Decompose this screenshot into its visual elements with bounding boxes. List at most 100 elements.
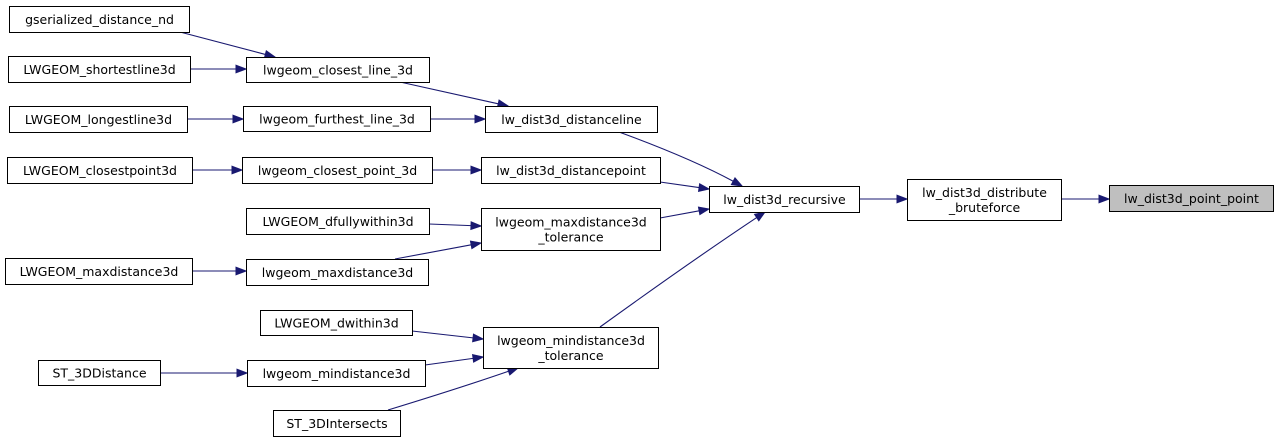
arrowhead-icon [474,114,487,124]
node-label: lw_dist3d_recursive [723,192,846,207]
node-label: ST_3DIntersects [286,416,387,431]
node-ST_3DIntersects[interactable]: ST_3DIntersects [273,410,401,437]
node-box [242,157,433,184]
edge-line [659,181,700,189]
edge-line [394,244,472,260]
node-label: _tolerance [537,230,604,245]
edge-LWGEOM_closestpoint3d-to-lwgeom_closest_point_3d [192,165,244,175]
edge-line [428,223,472,227]
node-lwgeom_closest_point_3d[interactable]: lwgeom_closest_point_3d [242,157,433,184]
edge-lwgeom_maxdistance3d_tolerance-to-lw_dist3d_recursive [659,206,711,219]
arrowhead-icon [470,165,483,175]
arrowhead-icon [235,266,248,276]
node-label: lwgeom_furthest_line_3d [259,112,415,127]
node-box [273,410,401,437]
node-label: LWGEOM_maxdistance3d [20,264,179,279]
node-label: LWGEOM_closestpoint3d [23,163,177,178]
node-label: _bruteforce [948,200,1021,215]
node-label: lwgeom_closest_point_3d [258,163,417,178]
edge-line [618,131,734,182]
edge-ST_3DIntersects-to-lwgeom_mindistance3d_tolerance [387,367,520,411]
arrowhead-icon [753,211,767,222]
node-box [483,327,659,369]
node-LWGEOM_closestpoint3d[interactable]: LWGEOM_closestpoint3d [7,157,193,184]
edge-lwgeom_closest_point_3d-to-lw_dist3d_distancepoint [432,165,483,175]
arrowhead-icon [236,368,249,378]
node-box [481,208,661,251]
nodes-layer: lw_dist3d_point_point lw_dist3d_distribut… [5,6,1274,437]
node-LWGEOM_dwithin3d[interactable]: LWGEOM_dwithin3d [260,310,413,336]
edge-line [411,330,474,339]
edge-lwgeom_mindistance3d_tolerance-to-lw_dist3d_recursive [599,211,767,328]
edge-line [387,370,509,411]
node-LWGEOM_maxdistance3d[interactable]: LWGEOM_maxdistance3d [5,258,193,285]
edge-line [424,357,474,366]
node-label: _tolerance [537,348,604,363]
arrowhead-icon [231,165,244,175]
arrowhead-icon [472,333,485,343]
node-lw_dist3d_recursive[interactable]: lw_dist3d_recursive [709,186,860,213]
node-label: LWGEOM_shortestline3d [23,62,175,77]
node-label: lwgeom_closest_line_3d [263,63,413,78]
node-box [9,106,188,133]
node-lw_dist3d_point_point[interactable]: lw_dist3d_point_point [1109,185,1274,212]
node-box [7,157,193,184]
arrowhead-icon [697,206,711,216]
edges-layer [160,31,1111,411]
node-label: lw_dist3d_distancepoint [496,163,646,178]
node-box [8,56,191,83]
node-gserialized_distance_nd[interactable]: gserialized_distance_nd [9,6,190,33]
node-box [907,179,1062,221]
node-box [260,310,413,336]
node-lwgeom_mindistance3d[interactable]: lwgeom_mindistance3d [247,360,426,387]
node-lwgeom_mindistance3d_tolerance[interactable]: lwgeom_mindistance3d_tolerance [483,327,659,369]
node-label: ST_3DDistance [52,366,146,381]
node-label: lwgeom_maxdistance3d [495,215,646,230]
node-box [1109,185,1274,212]
node-LWGEOM_longestline3d[interactable]: LWGEOM_longestline3d [9,106,188,133]
node-lwgeom_furthest_line_3d[interactable]: lwgeom_furthest_line_3d [243,106,431,132]
arrowhead-icon [470,221,483,231]
edge-ST_3DDistance-to-lwgeom_mindistance3d [160,368,249,378]
edge-line [399,81,499,105]
node-box [485,106,658,133]
edge-LWGEOM_shortestline3d-to-lwgeom_closest_line_3d [190,64,248,74]
arrowhead-icon [235,64,248,74]
node-box [246,57,430,83]
edge-lwgeom_furthest_line_3d-to-lw_dist3d_distanceline [430,114,487,124]
node-box [38,360,161,386]
edge-line [659,210,700,219]
node-lw_dist3d_distancepoint[interactable]: lw_dist3d_distancepoint [481,157,661,184]
node-label: lwgeom_maxdistance3d [262,265,413,280]
node-label: lw_dist3d_point_point [1124,191,1259,206]
node-ST_3DDistance[interactable]: ST_3DDistance [38,360,161,386]
node-label: lw_dist3d_distribute [922,185,1047,200]
node-box [243,106,431,132]
edge-LWGEOM_dfullywithin3d-to-lwgeom_maxdistance3d_tolerance [428,221,483,231]
arrowhead-icon [471,353,485,363]
node-lwgeom_closest_line_3d[interactable]: lwgeom_closest_line_3d [246,57,430,83]
node-label: lw_dist3d_distanceline [501,112,642,127]
node-LWGEOM_shortestline3d[interactable]: LWGEOM_shortestline3d [8,56,191,83]
node-lwgeom_maxdistance3d_tolerance[interactable]: lwgeom_maxdistance3d_tolerance [481,208,661,251]
node-box [9,6,190,33]
arrowhead-icon [232,114,245,124]
node-box [246,208,430,235]
node-box [246,259,429,286]
node-lw_dist3d_distanceline[interactable]: lw_dist3d_distanceline [485,106,658,133]
edge-gserialized_distance_nd-to-lwgeom_closest_line_3d [179,31,277,59]
node-lw_dist3d_distribute_bruteforce[interactable]: lw_dist3d_distribute_bruteforce [907,179,1062,221]
edge-lwgeom_maxdistance3d-to-lwgeom_maxdistance3d_tolerance [394,240,483,260]
arrowhead-icon [1098,194,1111,204]
node-box [5,258,193,285]
node-LWGEOM_dfullywithin3d[interactable]: LWGEOM_dfullywithin3d [246,208,430,235]
edge-lw_dist3d_distancepoint-to-lw_dist3d_recursive [659,181,711,192]
node-label: lwgeom_mindistance3d [497,333,645,348]
node-lwgeom_maxdistance3d[interactable]: lwgeom_maxdistance3d [246,259,429,286]
arrowhead-icon [896,194,909,204]
arrowhead-icon [730,177,744,187]
edge-lw_dist3d_distanceline-to-lw_dist3d_recursive [618,131,744,187]
node-label: LWGEOM_dfullywithin3d [262,214,413,229]
arrowhead-icon [697,183,711,192]
arrowhead-icon [469,240,483,250]
